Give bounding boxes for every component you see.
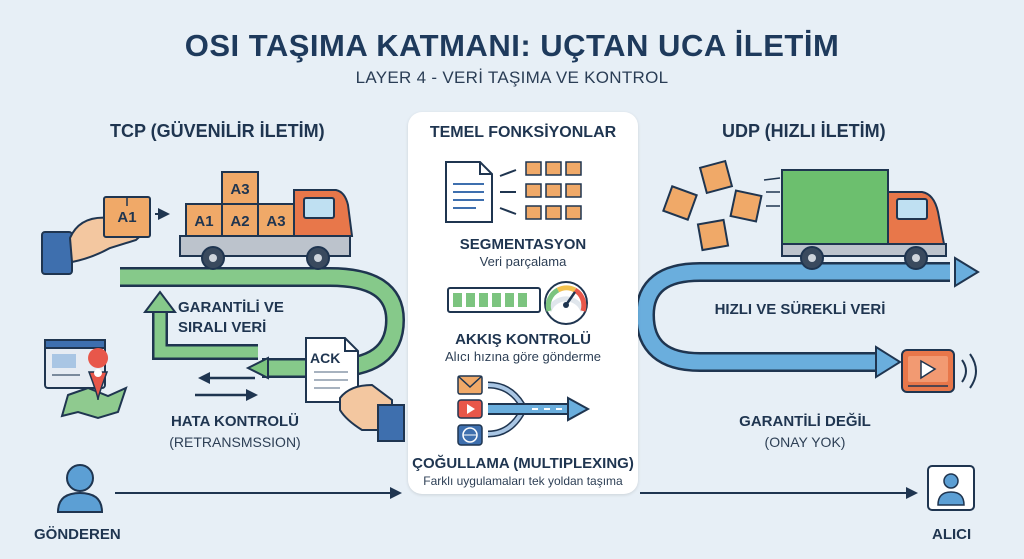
error-control-subtitle: (RETRANSMSSION) xyxy=(169,434,301,450)
error-control-title: HATA KONTROLÜ xyxy=(170,413,300,430)
tcp-truck-icon xyxy=(179,171,354,270)
truck-box-label: A3 xyxy=(230,181,250,198)
udp-not-guaranteed-subtitle: (ONAY YOK) xyxy=(764,434,846,450)
udp-not-guaranteed-title: GARANTİLİ DEĞİL xyxy=(739,413,871,430)
map-location-icon xyxy=(44,339,128,420)
flow-control-title: AKKIŞ KONTROLÜ xyxy=(455,331,591,348)
truck-box-label: A3 xyxy=(266,213,286,230)
hand-packet-label: A1 xyxy=(117,209,137,226)
sender-to-receiver-line xyxy=(115,487,918,499)
segmentation-icon xyxy=(445,161,582,223)
udp-truck-icon xyxy=(781,169,947,270)
sender-label: GÖNDEREN xyxy=(34,526,121,543)
flow-control-icon xyxy=(447,281,588,325)
multiplexing-subtitle: Farklı uygulamaları tek yoldan taşıma xyxy=(423,474,623,488)
segmentation-title: SEGMENTASYON xyxy=(459,236,587,253)
receiver-person-icon xyxy=(927,465,975,511)
page-subtitle: LAYER 4 - VERİ TAŞIMA VE KONTROL xyxy=(355,68,669,87)
hand-with-packet-icon xyxy=(41,196,170,275)
truck-box-label: A1 xyxy=(194,213,214,230)
tcp-return-arrow xyxy=(143,290,258,360)
segmentation-subtitle: Veri parçalama xyxy=(479,254,567,269)
retransmission-arrow-icon xyxy=(195,372,258,401)
receiver-label: ALICI xyxy=(932,526,972,543)
tcp-guaranteed-line2: SIRALI VERİ xyxy=(178,319,267,336)
truck-box-label: A2 xyxy=(230,213,250,230)
udp-scattered-packets-icon xyxy=(662,159,781,252)
ack-label: ACK xyxy=(310,350,341,366)
core-functions-heading: TEMEL FONKSİYONLAR xyxy=(429,124,617,141)
page-title: OSI TAŞIMA KATMANI: UÇTAN UCA İLETİM xyxy=(184,28,840,63)
video-play-icon xyxy=(901,349,977,393)
ack-document-icon xyxy=(305,337,405,442)
udp-heading: UDP (HIZLI İLETİM) xyxy=(722,121,886,141)
tcp-guaranteed-line1: GARANTİLİ VE xyxy=(178,299,284,316)
multiplexing-icon xyxy=(457,375,591,446)
udp-flow-arrow xyxy=(634,256,980,379)
flow-control-subtitle: Alıcı hızına göre gönderme xyxy=(444,349,602,364)
tcp-heading: TCP (GÜVENİLİR İLETİM) xyxy=(110,121,325,141)
multiplexing-title: ÇOĞULLAMA (MULTIPLEXING) xyxy=(412,455,634,472)
sender-person-icon xyxy=(56,464,104,513)
udp-fast-label: HIZLI VE SÜREKLİ VERİ xyxy=(714,301,886,318)
